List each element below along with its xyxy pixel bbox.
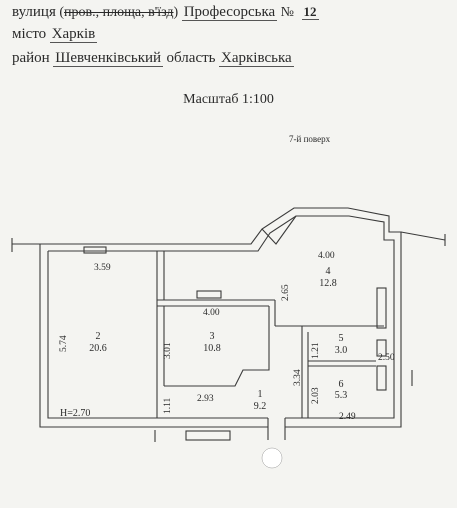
- dim-2-03: 2.03: [311, 387, 321, 404]
- region-name: Харківська: [219, 50, 294, 67]
- dim-4-00-top: 4.00: [318, 251, 335, 261]
- room-1-number: 1: [258, 389, 263, 400]
- dim-2-50: 2.50: [378, 353, 395, 363]
- district-line: район Шевченківський область Харківська: [12, 50, 294, 67]
- dim-1-21: 1.21: [311, 342, 321, 359]
- city-line: місто Харків: [12, 26, 98, 43]
- room-2-area: 20.6: [89, 343, 107, 354]
- dim-3-01: 3.01: [163, 342, 173, 359]
- dim-1-11: 1.11: [163, 397, 173, 414]
- dim-2-49: 2.49: [339, 412, 356, 422]
- city-name: Харків: [49, 26, 98, 43]
- building-number: 12: [301, 4, 319, 20]
- dim-2-65: 2.65: [281, 284, 291, 301]
- plan-walls: [11, 207, 446, 442]
- street-label: вулиця: [12, 4, 56, 20]
- dim-4-00-mid: 4.00: [203, 308, 220, 318]
- room-1-area: 9.2: [254, 401, 267, 412]
- room-4-number: 4: [326, 266, 331, 277]
- dim-3-34: 3.34: [293, 369, 303, 386]
- room-6-number: 6: [339, 379, 344, 390]
- room-3-area: 10.8: [203, 343, 221, 354]
- street-line: вулиця (пров., площа, в'їзд) Професорськ…: [12, 4, 319, 21]
- room-2-number: 2: [96, 331, 101, 342]
- paren-close: ): [173, 5, 179, 20]
- dim-5-74: 5.74: [59, 335, 69, 352]
- stair-marker: [261, 447, 283, 469]
- district-name: Шевченківський: [53, 50, 164, 67]
- scale-label: Масштаб 1:100: [183, 92, 274, 107]
- room-5-area: 3.0: [335, 345, 348, 356]
- room-labels: 2 20.6 3 10.8 4 12.8 5 3.0 6 5.3 1 9.2: [89, 266, 347, 412]
- dim-2-93: 2.93: [197, 394, 214, 404]
- room-5-number: 5: [339, 333, 344, 344]
- room-6-area: 5.3: [335, 390, 348, 401]
- district-label: район: [12, 50, 50, 66]
- crossed-out-options: пров., площа, в'їзд: [64, 5, 174, 20]
- dim-3-59: 3.59: [94, 263, 111, 273]
- region-label: область: [166, 50, 216, 66]
- dimension-labels: 3.59 4.00 4.00 2.50 2.93 2.49 H=2.70 5.7…: [59, 251, 395, 422]
- paren-open: (: [59, 5, 65, 20]
- floor-label: 7-й поверх: [289, 134, 331, 144]
- room-4-area: 12.8: [319, 278, 337, 289]
- room-3-number: 3: [210, 331, 215, 342]
- street-name: Професорська: [181, 4, 278, 21]
- ceiling-height: H=2.70: [60, 408, 90, 419]
- number-sign: №: [280, 5, 295, 20]
- city-label: місто: [12, 26, 47, 42]
